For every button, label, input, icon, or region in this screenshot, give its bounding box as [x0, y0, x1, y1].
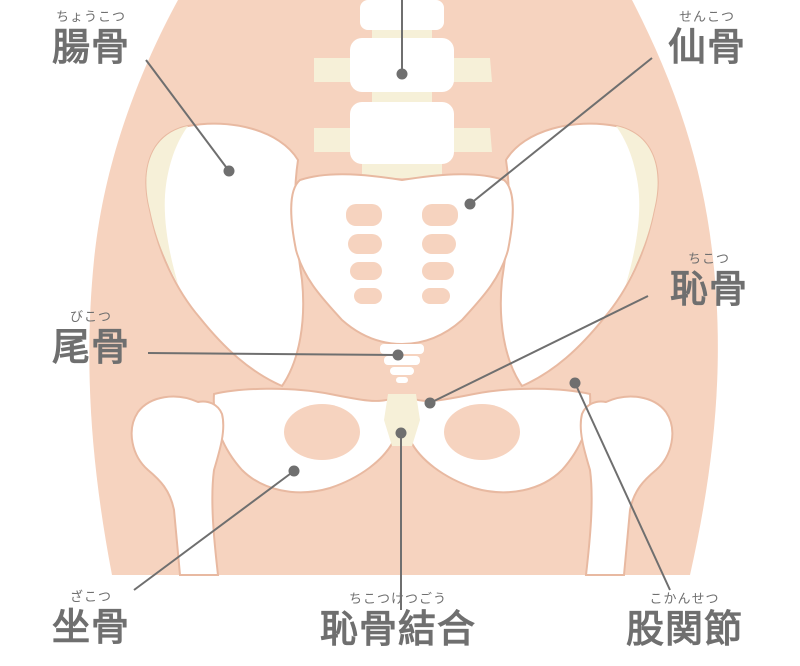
label-coccyx-name: 尾骨: [52, 325, 131, 369]
label-symphysis: ちこつけつごう 恥骨結合: [320, 592, 476, 650]
left-ilium: [145, 122, 305, 388]
left-femur: [130, 395, 225, 576]
left-iliac-crest: [146, 126, 188, 284]
pubic-symphysis-disc: [384, 394, 420, 446]
leader-lines: [133, 0, 671, 610]
label-coccyx-reading: びこつ: [70, 310, 113, 325]
label-sacrum-reading: せんこつ: [679, 10, 736, 25]
right-femur: [579, 395, 674, 576]
sacral-foramina: [346, 204, 458, 304]
label-ischium-reading: ざこつ: [70, 590, 113, 605]
leader-dots: [223, 68, 581, 477]
label-pubis-name: 恥骨: [670, 267, 749, 311]
coccyx-bone: [380, 344, 424, 383]
label-hip-joint: こかんせつ 股関節: [626, 592, 743, 650]
label-hip-joint-name: 股関節: [626, 607, 744, 651]
label-ischium: ざこつ 坐骨: [52, 590, 130, 648]
label-ilium-name: 腸骨: [52, 25, 131, 69]
label-coccyx: びこつ 尾骨: [52, 310, 130, 368]
label-ilium: ちょうこつ 腸骨: [52, 10, 130, 68]
label-sacrum: せんこつ 仙骨: [668, 10, 746, 68]
label-pubis-reading: ちこつ: [688, 252, 731, 267]
right-iliac-crest: [616, 126, 658, 284]
label-pubis: ちこつ 恥骨: [670, 252, 748, 310]
label-ischium-name: 坐骨: [52, 605, 131, 649]
label-symphysis-name: 恥骨結合: [320, 607, 477, 651]
label-ilium-reading: ちょうこつ: [56, 10, 127, 25]
label-sacrum-name: 仙骨: [668, 25, 747, 69]
label-symphysis-reading: ちこつけつごう: [349, 592, 448, 607]
right-obturator-foramen: [444, 404, 520, 460]
left-obturator-foramen: [284, 404, 360, 460]
label-hip-joint-reading: こかんせつ: [649, 592, 720, 607]
